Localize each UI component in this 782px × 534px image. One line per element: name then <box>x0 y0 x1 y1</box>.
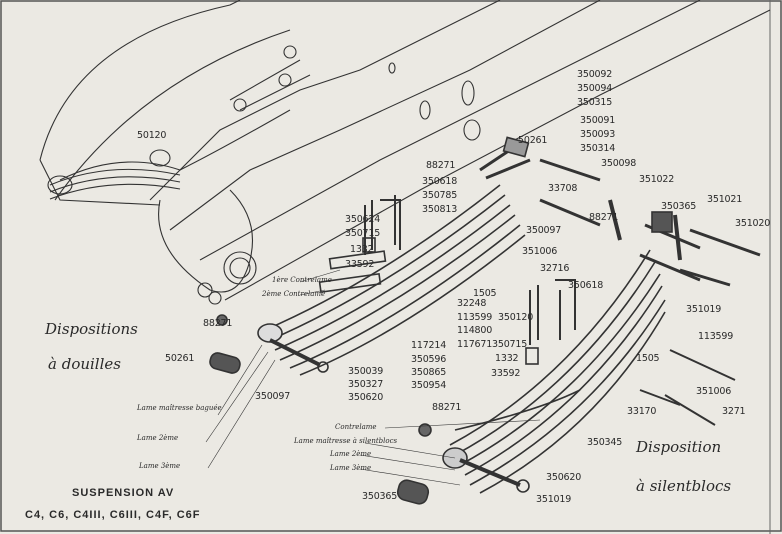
part-number: 350093 <box>580 129 616 140</box>
part-number: 350345 <box>587 437 623 448</box>
part-number: 117214 <box>411 340 447 351</box>
part-number: 33592 <box>345 259 375 270</box>
part-number: 350618 <box>422 176 458 187</box>
part-number: 350327 <box>348 379 384 390</box>
part-number: 350315 <box>577 97 613 108</box>
model-list: C4, C6, C4III, C6III, C4F, C6F <box>25 509 201 521</box>
leader-lines <box>205 269 541 486</box>
part-number: 350596 <box>411 354 447 365</box>
counter-leaf-label: Contrelame <box>335 423 377 431</box>
third-leaf-label: Lame 3ème <box>139 462 181 470</box>
part-number: 33708 <box>548 183 578 194</box>
part-number: 350954 <box>411 380 447 391</box>
part-number: 50120 <box>137 130 167 141</box>
part-number: 88271 <box>589 212 619 223</box>
part-number: 351019 <box>686 304 722 315</box>
bush-layout-heading: Dispositions <box>45 320 138 338</box>
part-number: 350620 <box>546 472 582 483</box>
part-number: 351020 <box>735 218 771 229</box>
part-number: 32248 <box>457 298 487 309</box>
page-title: SUSPENSION AV <box>72 487 175 499</box>
part-number: 351006 <box>522 246 558 257</box>
part-number: 114800 <box>457 325 493 336</box>
part-number: 88271 <box>432 402 462 413</box>
part-number: 113599 <box>457 312 493 323</box>
part-number: 1332 <box>495 353 519 364</box>
part-number: 350365 <box>362 491 398 502</box>
part-number: 351021 <box>707 194 743 205</box>
part-number: 350091 <box>580 115 616 126</box>
second-counter-leaf-label: 2ème Contrelame <box>262 290 326 298</box>
part-number: 1332 <box>350 244 374 255</box>
part-number: 350094 <box>577 83 613 94</box>
part-number: 350624 <box>345 214 381 225</box>
part-number: 1505 <box>473 288 497 299</box>
part-number: 350097 <box>526 225 562 236</box>
main-leaf-silentbloc-label: Lame maîtresse à silentblocs <box>294 437 398 445</box>
part-number: 350865 <box>411 367 447 378</box>
part-number: 113599 <box>698 331 734 342</box>
first-counter-leaf-label: 1ère Contrelame <box>272 276 332 284</box>
part-number: 350785 <box>422 190 458 201</box>
part-number: 32716 <box>540 263 570 274</box>
part-number: 33170 <box>627 406 657 417</box>
part-number: 350715 <box>345 228 381 239</box>
part-number: 351022 <box>639 174 675 185</box>
main-leaf-label: Lame maîtresse baguée <box>137 404 222 412</box>
part-number: 351019 <box>536 494 572 505</box>
part-number: 117671 <box>457 339 493 350</box>
bush-layout-heading-2: à douilles <box>48 355 121 373</box>
part-number: 350314 <box>580 143 616 154</box>
part-number: 350039 <box>348 366 384 377</box>
part-number: 3271 <box>722 406 746 417</box>
part-number: 350098 <box>601 158 637 169</box>
part-number: 1505 <box>636 353 660 364</box>
part-number: 350715 <box>492 339 528 350</box>
third-leaf-label: Lame 3ème <box>330 464 372 472</box>
chassis-frame <box>39 0 771 305</box>
second-leaf-label: Lame 2ème <box>330 450 372 458</box>
part-number: 88271 <box>203 318 233 329</box>
part-number: 351006 <box>696 386 732 397</box>
silentbloc-layout-heading-2: à silentblocs <box>636 477 732 495</box>
part-number: 350813 <box>422 204 458 215</box>
leaf-spring-bush <box>209 136 601 376</box>
silentbloc-layout-heading: Disposition <box>636 438 722 456</box>
part-number: 88271 <box>426 160 456 171</box>
part-number: 350120 <box>498 312 534 323</box>
leaf-spring-silentbloc <box>396 199 761 505</box>
part-number: 350092 <box>577 69 613 80</box>
part-number: 350620 <box>348 392 384 403</box>
part-number: 50261 <box>165 353 195 364</box>
part-number: 350618 <box>568 280 604 291</box>
part-number: 50261 <box>518 135 548 146</box>
part-number: 350097 <box>255 391 291 402</box>
second-leaf-label: Lame 2ème <box>137 434 179 442</box>
part-number: 33592 <box>491 368 521 379</box>
part-number: 350365 <box>661 201 697 212</box>
